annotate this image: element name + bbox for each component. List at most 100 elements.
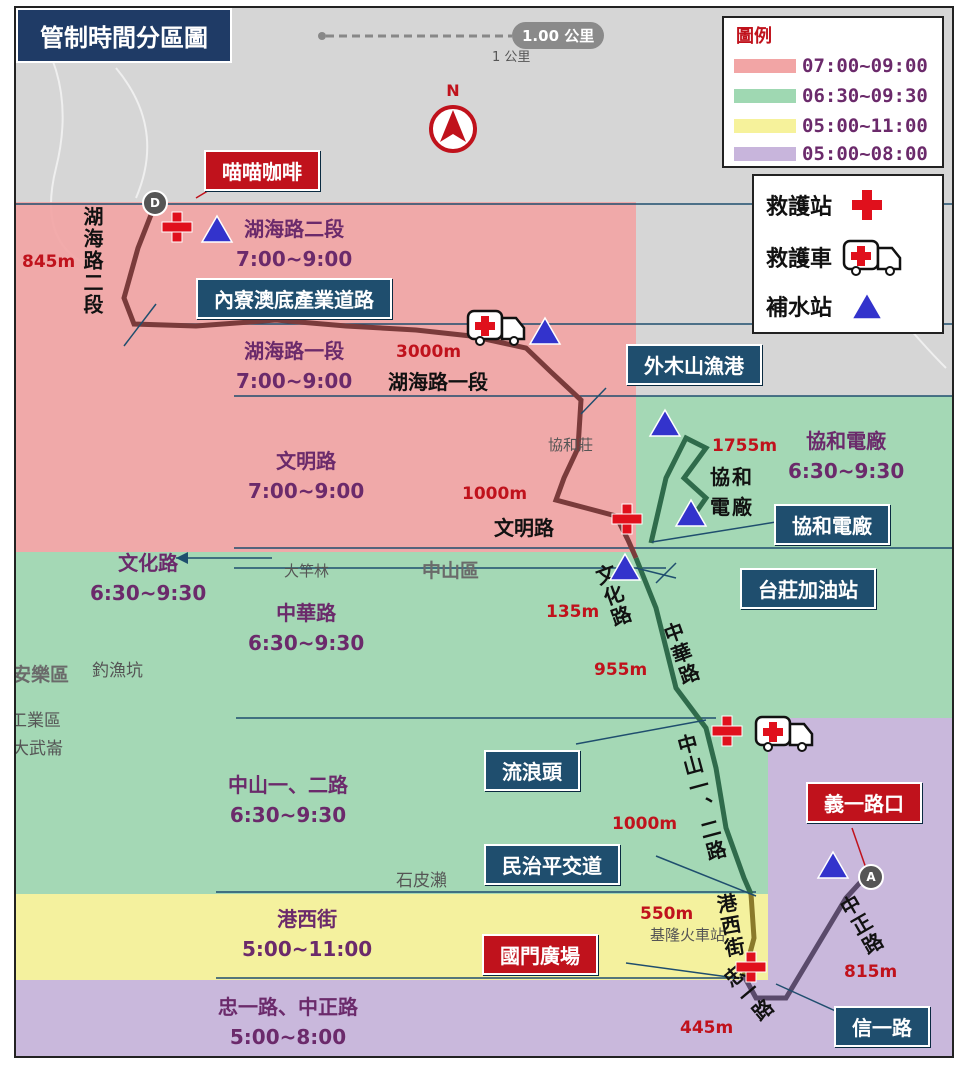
zone-time: 7:00~9:00 (236, 247, 353, 271)
zone-road: 湖海路二段 (244, 217, 345, 241)
legend-title: 圖例 (736, 26, 772, 47)
zone-road: 忠一路、中正路 (218, 995, 358, 1019)
road-label-huhai2: 湖海路二段 (80, 206, 104, 316)
red-cross-icon (735, 951, 767, 983)
start-marker[interactable]: D (142, 190, 168, 216)
map-canvas[interactable]: D A 管制時間分區圖 1.00 公里 1 公里 N 圖例 07:00~09:0… (14, 6, 954, 1058)
station-key: 救護站 救護車 補水站 (752, 174, 944, 334)
zone-label-zhonghua: 中華路 6:30~9:30 (248, 598, 364, 658)
ambulance-icon (842, 239, 902, 276)
legend-item: 07:00~09:00 (734, 54, 928, 78)
zone-purple-bottom (16, 980, 768, 1056)
legend-swatch (734, 89, 796, 103)
place-dawuluen: 大武崙 (14, 739, 63, 759)
distance-label: 845m (22, 252, 76, 272)
scale-sublabel: 1 公里 (492, 50, 531, 65)
zone-time: 7:00~9:00 (236, 369, 353, 393)
zone-road: 文明路 (276, 449, 337, 473)
blue-triangle-icon (674, 498, 708, 527)
legend-item: 05:00~08:00 (734, 142, 928, 166)
callout-xiehe[interactable]: 協和電廠 (774, 504, 890, 545)
north-label: N (446, 81, 460, 100)
red-cross-icon (161, 211, 193, 243)
blue-triangle-icon (648, 408, 682, 437)
callout-waimushan[interactable]: 外木山漁港 (626, 344, 762, 385)
callout-start[interactable]: 喵喵咖啡 (204, 150, 320, 191)
callout-xinyi[interactable]: 信一路 (834, 1006, 930, 1047)
callout-yiyi[interactable]: 義一路口 (806, 782, 922, 823)
place-dashahu: 大竿林 (284, 562, 330, 580)
zone-label-huhai2: 湖海路二段 7:00~9:00 (236, 214, 352, 274)
distance-label: 445m (680, 1018, 734, 1038)
zone-road: 協和電廠 (806, 429, 887, 453)
distance-label: 550m (640, 904, 694, 924)
scale-label: 1.00 公里 (512, 22, 605, 49)
legend-label: 06:30~09:30 (802, 85, 928, 107)
north-arrow-icon: N (428, 82, 478, 158)
zone-green-lower (16, 718, 768, 894)
red-cross-icon (711, 715, 743, 747)
legend-label: 05:00~11:00 (802, 115, 928, 137)
zone-red-top (16, 202, 636, 552)
route-xiehe-loop (648, 434, 710, 544)
road-label-wenming: 文明路 (494, 516, 554, 540)
callout-guomen[interactable]: 國門廣場 (482, 934, 598, 975)
legend-item: 05:00~11:00 (734, 114, 928, 138)
zone-road: 中華路 (276, 601, 337, 625)
blue-triangle-icon (528, 316, 562, 345)
distance-label: 815m (844, 962, 898, 982)
zone-label-gangxi: 港西街 5:00~11:00 (242, 904, 372, 964)
legend-item: 06:30~09:30 (734, 84, 928, 108)
zone-label-xiehe: 協和電廠 6:30~9:30 (788, 426, 904, 486)
zone-time: 6:30~9:30 (788, 459, 905, 483)
zone-label-huhai1: 湖海路一段 7:00~9:00 (236, 336, 352, 396)
blue-triangle-icon (816, 850, 850, 879)
callout-liulangtou[interactable]: 流浪頭 (484, 750, 580, 791)
legend-swatch (734, 59, 796, 73)
route-red (121, 201, 639, 560)
zone-purple-right (768, 718, 952, 1056)
zone-time: 5:00~8:00 (229, 1025, 347, 1049)
place-diaoyukeng: 釣漁坑 (92, 661, 143, 681)
ambulance-label: 救護車 (766, 247, 833, 272)
legend-swatch (734, 119, 796, 133)
end-marker[interactable]: A (858, 864, 884, 890)
zone-label-zhongyi: 忠一路、中正路 5:00~8:00 (218, 992, 358, 1052)
station-key-water: 補水站 (766, 290, 884, 322)
map-title: 管制時間分區圖 (16, 8, 232, 63)
callout-minzhiping[interactable]: 民治平交道 (484, 844, 620, 885)
place-shipi: 石皮瀨 (396, 871, 447, 891)
blue-triangle-icon (608, 552, 642, 581)
red-cross-icon (852, 190, 883, 220)
zone-road: 文化路 (118, 551, 179, 575)
station-key-rescue: 救護站 (766, 188, 884, 222)
start-marker-label: D (150, 196, 160, 210)
blue-triangle-icon (200, 214, 234, 243)
road-label-xiehe: 協和電廠 (710, 465, 754, 519)
rescue-station-label: 救護站 (766, 195, 833, 220)
callout-taizhuang[interactable]: 台莊加油站 (740, 568, 876, 609)
ambulance-icon (466, 309, 526, 346)
road-label-huhai1: 湖海路一段 (388, 370, 488, 394)
zone-time: 6:30~9:30 (248, 631, 365, 655)
red-cross-icon (611, 503, 643, 535)
route-green (633, 557, 754, 896)
legend-swatch (734, 147, 796, 161)
zone-time: 5:00~11:00 (242, 937, 373, 961)
callout-neisi[interactable]: 內寮澳底產業道路 (196, 278, 392, 319)
place-keelung-station: 基隆火車站 (650, 926, 726, 944)
station-key-ambulance: 救護車 (766, 238, 904, 276)
place-anle: 安樂區 (14, 664, 70, 686)
place-gongye: 工業區 (14, 711, 61, 731)
place-xiezhuang: 協和莊 (548, 436, 594, 454)
zone-road: 湖海路一段 (244, 339, 345, 363)
zone-road: 中山一、二路 (228, 773, 348, 797)
zone-road: 港西街 (277, 907, 338, 931)
route-purple (741, 872, 870, 1001)
distance-label: 3000m (396, 342, 462, 362)
distance-label: 955m (594, 660, 648, 680)
blue-triangle-icon (850, 291, 884, 320)
